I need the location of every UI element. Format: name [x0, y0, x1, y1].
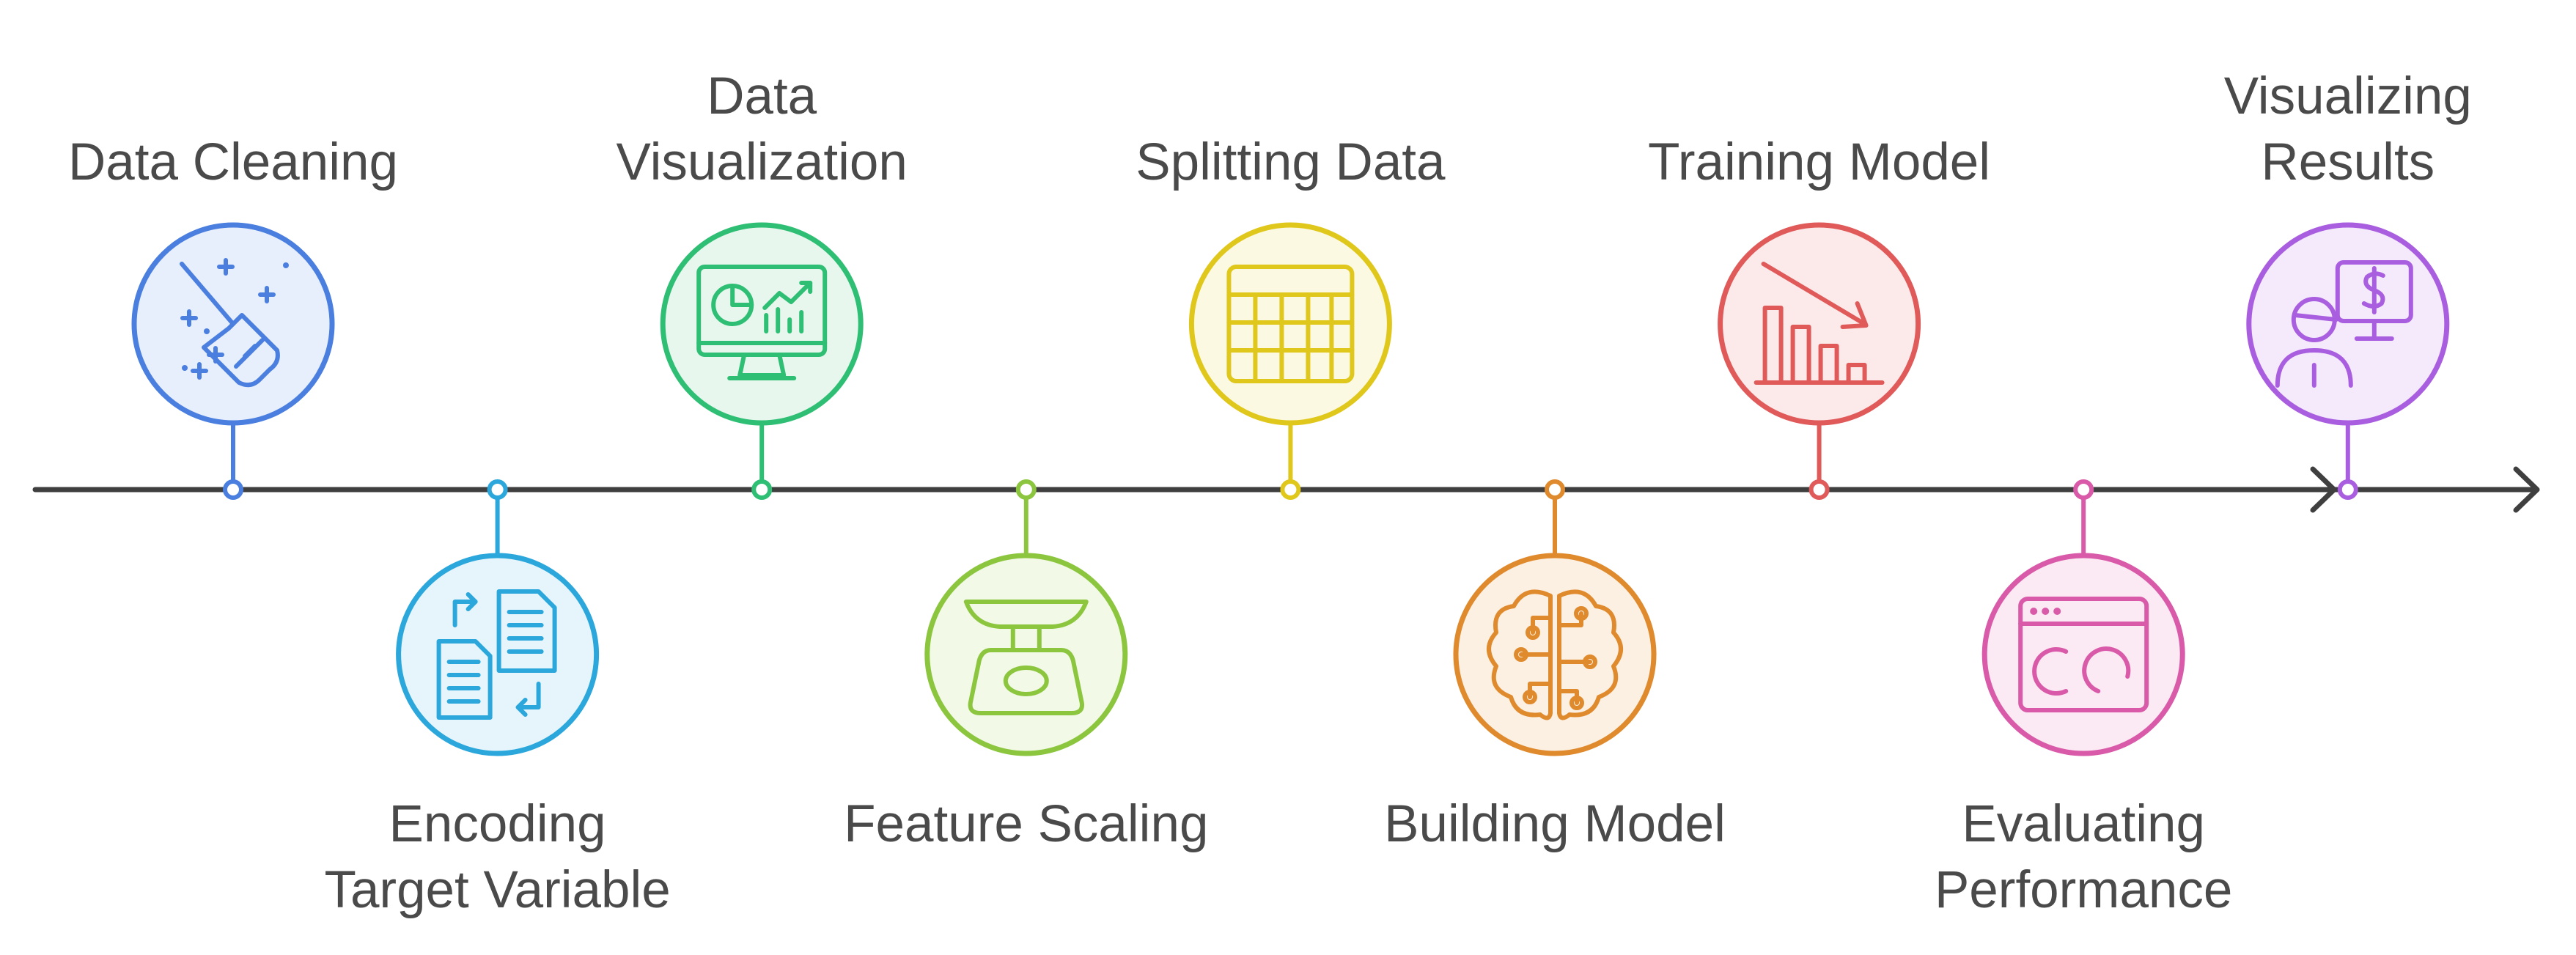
- step-label-splitting-data: Splitting Data: [1136, 133, 1446, 191]
- step-encoding-target-variable: [396, 479, 600, 756]
- monitor-chart-icon: [696, 265, 828, 380]
- step-label-feature-scaling: Feature Scaling: [844, 795, 1209, 853]
- step-node: [487, 479, 508, 500]
- step-node: [2073, 479, 2094, 500]
- bar-chart-down-icon: [1753, 262, 1885, 385]
- step-label-building-model: Building Model: [1384, 795, 1726, 853]
- step-node: [2337, 479, 2358, 500]
- step-badge: [2246, 222, 2450, 426]
- step-badge: [1453, 553, 1657, 756]
- step-training-model: [1718, 222, 1921, 500]
- step-node: [1015, 479, 1037, 500]
- step-node: [751, 479, 773, 500]
- step-building-model: [1453, 479, 1657, 756]
- step-node: [223, 479, 243, 500]
- broom-sparkle-icon: [180, 258, 289, 388]
- step-label-data-visualization: Data Visualization: [616, 67, 908, 191]
- step-label-evaluating-performance: Evaluating Performance: [1934, 795, 2233, 919]
- step-data-visualization: [660, 222, 864, 500]
- step-badge: [924, 553, 1128, 756]
- step-label-training-model: Training Model: [1648, 133, 1991, 191]
- presenter-dollar-icon: [2275, 260, 2413, 388]
- step-label-visualizing-results: Visualizing Results: [2223, 67, 2472, 191]
- brain-circuit-icon: [1487, 589, 1623, 720]
- step-splitting-data: [1188, 222, 1392, 500]
- timeline-arrow-head: [2513, 466, 2540, 513]
- step-evaluating-performance: [1981, 479, 2185, 756]
- step-node: [1545, 479, 1565, 500]
- table-grid-icon: [1226, 265, 1355, 383]
- weighing-scale-icon: [963, 600, 1089, 715]
- step-data-cleaning: [131, 222, 335, 500]
- browser-gauge-icon: [2018, 597, 2149, 712]
- step-label-data-cleaning: Data Cleaning: [68, 133, 398, 191]
- documents-swap-icon: [436, 589, 557, 720]
- step-visualizing-results: [2246, 222, 2450, 500]
- step-badge: [1981, 553, 2185, 756]
- step-badge: [1718, 222, 1921, 426]
- step-node: [1808, 479, 1830, 500]
- step-label-encoding-target-variable: Encoding Target Variable: [324, 795, 671, 919]
- timeline-arrow-head: [2310, 466, 2337, 513]
- step-feature-scaling: [924, 479, 1128, 756]
- step-node: [1280, 479, 1301, 500]
- step-badge: [660, 222, 864, 426]
